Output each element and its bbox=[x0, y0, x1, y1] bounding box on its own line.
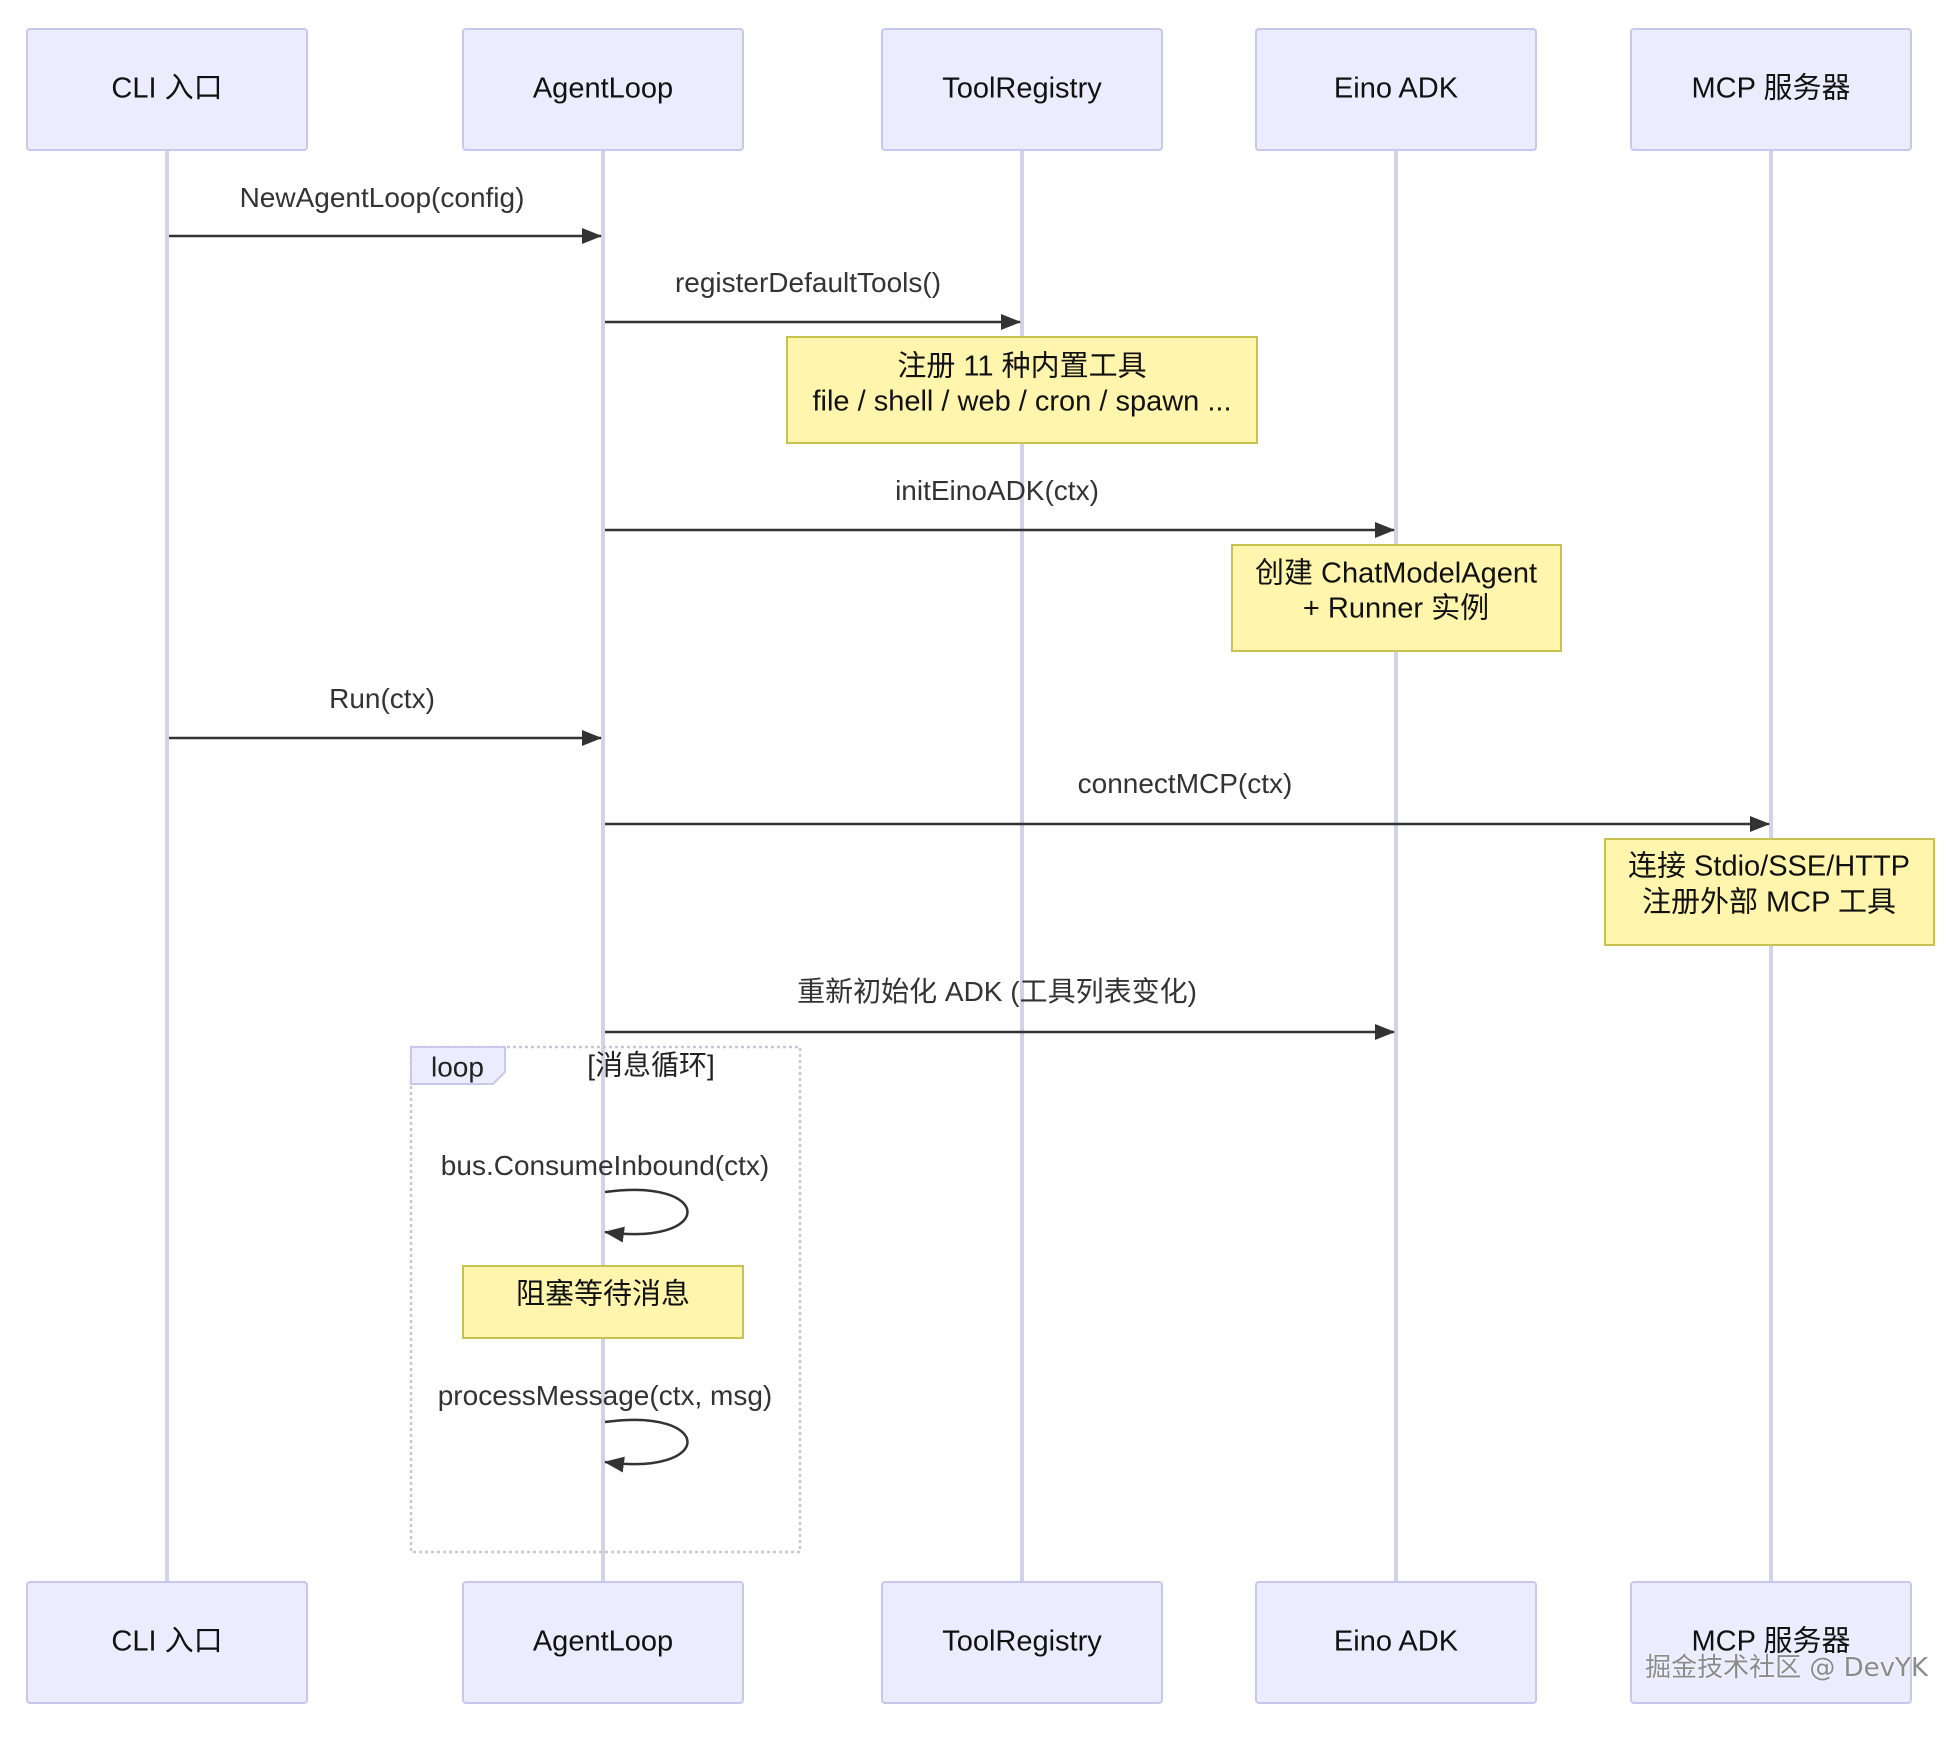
svg-text:initEinoADK(ctx): initEinoADK(ctx) bbox=[895, 475, 1099, 506]
svg-text:CLI 入口: CLI 入口 bbox=[111, 1626, 222, 1658]
svg-text:阻塞等待消息: 阻塞等待消息 bbox=[516, 1278, 690, 1311]
actor-eino-bottom: Eino ADK bbox=[1255, 1581, 1537, 1704]
message-reinit-adk: 重新初始化 ADK (工具列表变化) bbox=[605, 976, 1395, 1040]
message-register-default-tools: registerDefaultTools() bbox=[605, 267, 1021, 330]
note-chat-model-agent: 创建 ChatModelAgent + Runner 实例 bbox=[1231, 544, 1562, 652]
actor-eino-top: Eino ADK bbox=[1255, 28, 1537, 151]
actor-toolregistry-top: ToolRegistry bbox=[881, 28, 1163, 151]
svg-text:bus.ConsumeInbound(ctx): bus.ConsumeInbound(ctx) bbox=[441, 1150, 769, 1181]
svg-text:MCP 服务器: MCP 服务器 bbox=[1692, 1625, 1851, 1658]
svg-text:Eino ADK: Eino ADK bbox=[1334, 1626, 1459, 1658]
actor-toolregistry-bottom: ToolRegistry bbox=[881, 1581, 1163, 1704]
svg-text:创建 ChatModelAgent: 创建 ChatModelAgent bbox=[1255, 557, 1537, 590]
svg-text:CLI 入口: CLI 入口 bbox=[111, 73, 222, 105]
svg-text:Eino ADK: Eino ADK bbox=[1334, 73, 1459, 105]
message-connect-mcp: connectMCP(ctx) bbox=[605, 768, 1770, 832]
message-run: Run(ctx) bbox=[169, 683, 602, 746]
svg-text:AgentLoop: AgentLoop bbox=[533, 1626, 673, 1658]
svg-text:[消息循环]: [消息循环] bbox=[587, 1049, 715, 1080]
svg-text:连接 Stdio/SSE/HTTP: 连接 Stdio/SSE/HTTP bbox=[1628, 850, 1910, 883]
actor-mcp-bottom: MCP 服务器 bbox=[1630, 1581, 1912, 1704]
svg-text:file / shell / web / cron / sp: file / shell / web / cron / spawn ... bbox=[812, 386, 1231, 418]
message-consume-inbound: bus.ConsumeInbound(ctx) bbox=[441, 1150, 769, 1243]
actor-agentloop-bottom: AgentLoop bbox=[462, 1581, 744, 1704]
svg-text:注册外部 MCP 工具: 注册外部 MCP 工具 bbox=[1642, 886, 1896, 919]
svg-text:connectMCP(ctx): connectMCP(ctx) bbox=[1078, 768, 1293, 799]
svg-text:ToolRegistry: ToolRegistry bbox=[942, 1626, 1102, 1658]
note-mcp-connect: 连接 Stdio/SSE/HTTP 注册外部 MCP 工具 bbox=[1604, 838, 1935, 946]
svg-text:注册 11 种内置工具: 注册 11 种内置工具 bbox=[897, 350, 1146, 383]
svg-text:Run(ctx): Run(ctx) bbox=[329, 683, 435, 714]
actor-agentloop-top: AgentLoop bbox=[462, 28, 744, 151]
actor-mcp-top: MCP 服务器 bbox=[1630, 28, 1912, 151]
loop-tab bbox=[410, 1046, 506, 1085]
message-init-eino-adk: initEinoADK(ctx) bbox=[605, 475, 1395, 538]
svg-text:NewAgentLoop(config): NewAgentLoop(config) bbox=[240, 182, 525, 213]
watermark-text: 掘金技术社区 @ DevYK bbox=[1645, 1653, 1928, 1683]
svg-text:ToolRegistry: ToolRegistry bbox=[942, 73, 1102, 105]
svg-text:AgentLoop: AgentLoop bbox=[533, 73, 673, 105]
loop-frame: loop [消息循环] bbox=[409, 1045, 802, 1554]
note-block-wait: 阻塞等待消息 bbox=[462, 1265, 744, 1339]
message-process-message: processMessage(ctx, msg) bbox=[438, 1380, 773, 1473]
svg-text:MCP 服务器: MCP 服务器 bbox=[1692, 72, 1851, 105]
actor-cli-bottom: CLI 入口 bbox=[26, 1581, 308, 1704]
svg-text:+ Runner 实例: + Runner 实例 bbox=[1303, 592, 1489, 625]
svg-text:loop: loop bbox=[431, 1051, 484, 1082]
svg-text:registerDefaultTools(): registerDefaultTools() bbox=[675, 267, 941, 298]
svg-text:processMessage(ctx, msg): processMessage(ctx, msg) bbox=[438, 1380, 773, 1411]
svg-text:重新初始化 ADK (工具列表变化): 重新初始化 ADK (工具列表变化) bbox=[797, 976, 1197, 1007]
note-builtin-tools: 注册 11 种内置工具 file / shell / web / cron / … bbox=[786, 336, 1258, 444]
message-new-agent-loop: NewAgentLoop(config) bbox=[169, 182, 602, 244]
actor-cli-top: CLI 入口 bbox=[26, 28, 308, 151]
